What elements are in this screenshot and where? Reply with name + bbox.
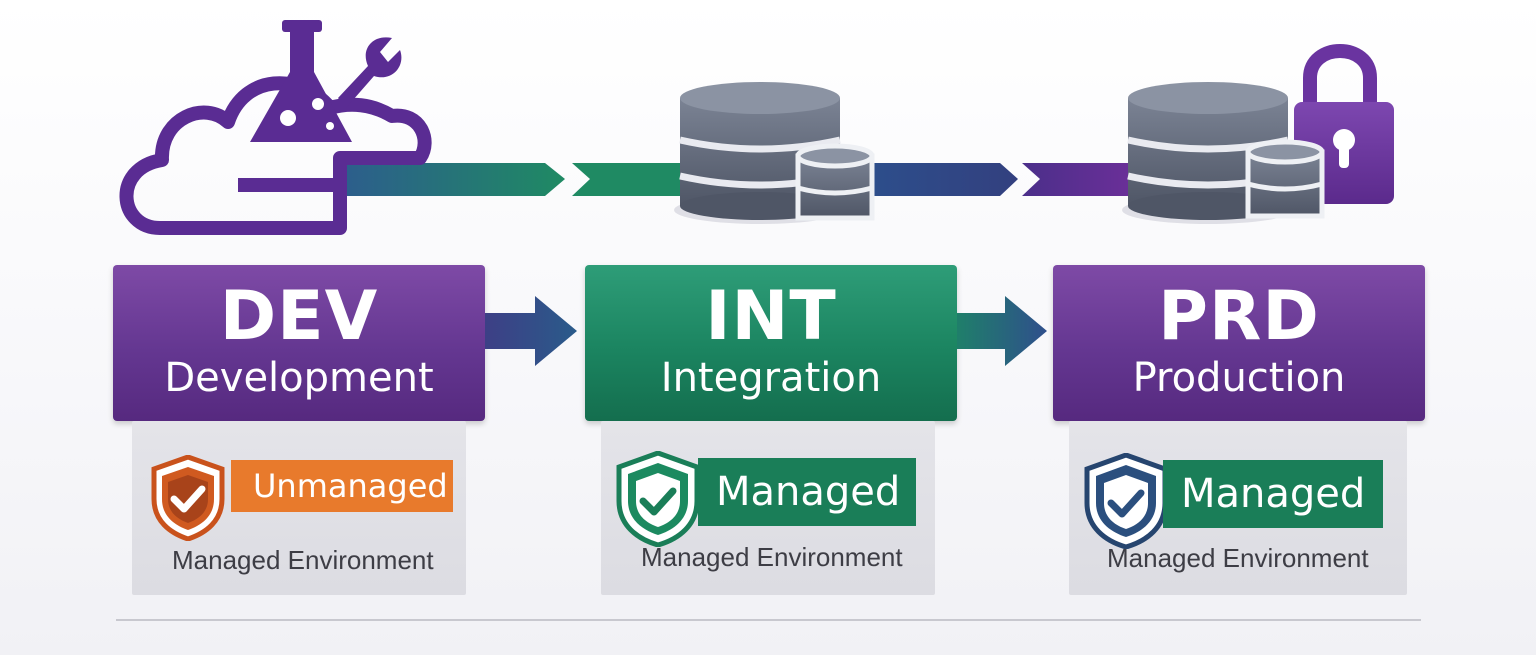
cloud-icon	[119, 76, 432, 235]
stage-dev: DEV Development	[113, 265, 485, 421]
database-icon	[1245, 139, 1325, 219]
environment-label: Managed Environment	[641, 542, 903, 572]
stage-code: INT	[705, 277, 837, 356]
status-panel-prd: Managed Managed Environment	[1069, 421, 1407, 595]
status-badge: Unmanaged	[231, 460, 453, 512]
shield-check-icon	[151, 455, 225, 541]
stage-name: Production	[1132, 355, 1346, 401]
pipeline-arrow-int-prd	[860, 163, 1130, 196]
stage-code: PRD	[1158, 277, 1320, 356]
status-panel-int: Managed Managed Environment	[601, 421, 935, 595]
stage-prd: PRD Production	[1053, 265, 1425, 421]
shield-check-icon	[616, 451, 700, 547]
status-panel-dev: Unmanaged Managed Environment	[132, 421, 466, 595]
environment-label: Managed Environment	[1107, 543, 1369, 573]
environment-label: Managed Environment	[172, 545, 434, 575]
top-pipeline-illustration	[119, 20, 1394, 235]
stage-code: DEV	[219, 277, 379, 356]
database-icon	[674, 82, 875, 224]
wrench-icon	[338, 37, 402, 109]
stage-int: INT Integration	[585, 265, 957, 421]
stage-name: Development	[164, 355, 434, 401]
flow-arrow-int-prd	[957, 296, 1047, 366]
flow-arrow-dev-int	[485, 296, 577, 366]
stage-name: Integration	[660, 355, 882, 401]
status-badge: Managed	[698, 458, 916, 526]
shield-check-icon	[1084, 453, 1168, 549]
status-badge: Managed	[1163, 460, 1383, 528]
flask-icon	[250, 20, 352, 142]
pipeline-arrow-dev-int	[335, 163, 680, 196]
divider	[116, 619, 1421, 621]
